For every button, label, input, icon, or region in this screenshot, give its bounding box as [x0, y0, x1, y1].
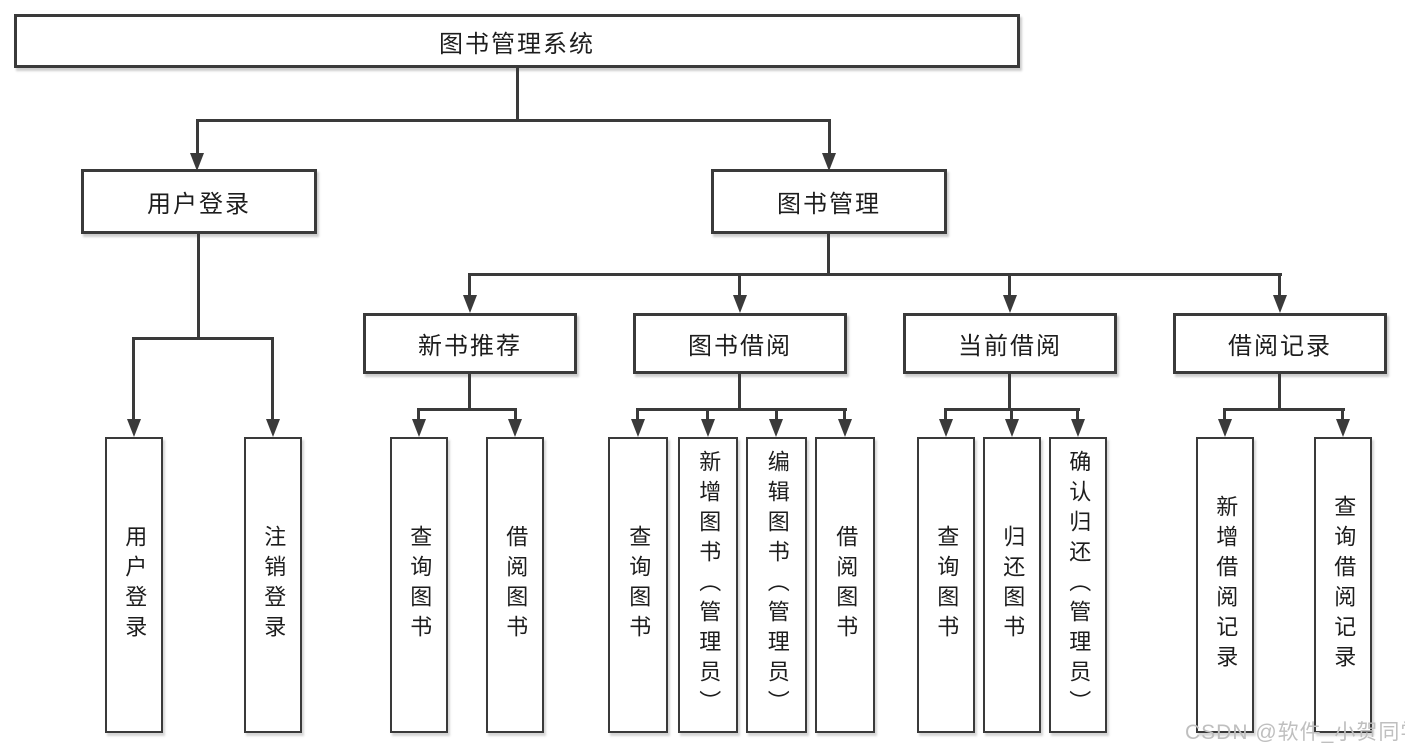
- connector-line: [468, 273, 1282, 276]
- node-user-login: 用户登录: [81, 169, 317, 234]
- leaf-label: 用户登录: [122, 525, 148, 645]
- arrow-down-icon: [822, 153, 836, 171]
- leaf-borrow-book-recommend: 借阅图书: [486, 437, 544, 733]
- connector-line: [196, 119, 831, 122]
- arrow-down-icon: [266, 419, 280, 437]
- connector-line: [1008, 273, 1011, 297]
- arrow-down-icon: [127, 419, 141, 437]
- arrow-down-icon: [1273, 295, 1287, 313]
- leaf-label: 查询图书: [934, 525, 960, 645]
- arrow-down-icon: [508, 419, 522, 437]
- leaf-query-book-current: 查询图书: [917, 437, 975, 733]
- node-current-borrow: 当前借阅: [903, 313, 1117, 374]
- arrow-down-icon: [1071, 419, 1085, 437]
- arrow-down-icon: [701, 419, 715, 437]
- connector-line: [706, 408, 709, 421]
- connector-line: [1076, 408, 1079, 421]
- connector-line: [1278, 374, 1281, 410]
- arrow-down-icon: [1218, 419, 1232, 437]
- leaf-add-borrow-record: 新增借阅记录: [1196, 437, 1254, 733]
- connector-line: [1223, 408, 1345, 411]
- leaf-query-book-recommend: 查询图书: [390, 437, 448, 733]
- connector-line: [516, 68, 519, 121]
- leaf-logout: 注销登录: [244, 437, 302, 733]
- connector-line: [827, 234, 830, 276]
- arrow-down-icon: [412, 419, 426, 437]
- leaf-label: 确认归还（管理员）: [1066, 450, 1092, 720]
- connector-line: [1341, 408, 1344, 421]
- leaf-label: 借阅图书: [833, 525, 859, 645]
- leaf-label: 查询图书: [626, 525, 652, 645]
- connector-line: [738, 374, 741, 410]
- connector-line: [197, 234, 200, 339]
- connector-line: [271, 337, 274, 421]
- leaf-label: 新增图书（管理员）: [696, 450, 722, 720]
- leaf-label: 借阅图书: [503, 525, 529, 645]
- connector-line: [468, 374, 471, 410]
- arrow-down-icon: [1336, 419, 1350, 437]
- connector-line: [944, 408, 947, 421]
- arrow-down-icon: [733, 295, 747, 313]
- connector-line: [132, 337, 274, 340]
- leaf-query-book-borrow: 查询图书: [608, 437, 668, 733]
- arrow-down-icon: [463, 295, 477, 313]
- leaf-user-login: 用户登录: [105, 437, 163, 733]
- leaf-label: 查询借阅记录: [1331, 495, 1357, 675]
- connector-line: [514, 408, 517, 421]
- leaf-add-book-admin: 新增图书（管理员）: [678, 437, 738, 733]
- connector-line: [843, 408, 846, 421]
- connector-line: [775, 408, 778, 421]
- node-new-book-recommend: 新书推荐: [363, 313, 577, 374]
- leaf-label: 注销登录: [261, 525, 287, 645]
- leaf-edit-book-admin: 编辑图书（管理员）: [746, 437, 807, 733]
- connector-line: [738, 273, 741, 297]
- connector-line: [1223, 408, 1226, 421]
- connector-line: [636, 408, 639, 421]
- arrow-down-icon: [939, 419, 953, 437]
- arrow-down-icon: [769, 419, 783, 437]
- connector-line: [132, 337, 135, 421]
- connector-line: [1010, 408, 1013, 421]
- connector-line: [196, 119, 199, 155]
- csdn-watermark: CSDN @软件_小贺同学: [1185, 721, 1405, 744]
- leaf-confirm-return-admin: 确认归还（管理员）: [1049, 437, 1107, 733]
- arrow-down-icon: [1003, 295, 1017, 313]
- arrow-down-icon: [838, 419, 852, 437]
- connector-line: [1008, 374, 1011, 410]
- connector-line: [636, 408, 847, 411]
- leaf-label: 编辑图书（管理员）: [764, 450, 790, 720]
- node-borrow-record: 借阅记录: [1173, 313, 1387, 374]
- connector-line: [468, 273, 471, 297]
- arrow-down-icon: [631, 419, 645, 437]
- leaf-borrow-book: 借阅图书: [815, 437, 875, 733]
- leaf-query-borrow-record: 查询借阅记录: [1314, 437, 1372, 733]
- connector-line: [828, 119, 831, 155]
- node-book-borrow: 图书借阅: [633, 313, 847, 374]
- leaf-return-book: 归还图书: [983, 437, 1041, 733]
- node-book-management: 图书管理: [711, 169, 947, 234]
- connector-line: [417, 408, 420, 421]
- arrow-down-icon: [1005, 419, 1019, 437]
- leaf-label: 查询图书: [407, 525, 433, 645]
- connector-line: [1278, 273, 1281, 297]
- connector-line: [417, 408, 517, 411]
- leaf-label: 归还图书: [1000, 525, 1026, 645]
- node-root-system: 图书管理系统: [14, 14, 1020, 68]
- arrow-down-icon: [190, 153, 204, 171]
- leaf-label: 新增借阅记录: [1213, 495, 1239, 675]
